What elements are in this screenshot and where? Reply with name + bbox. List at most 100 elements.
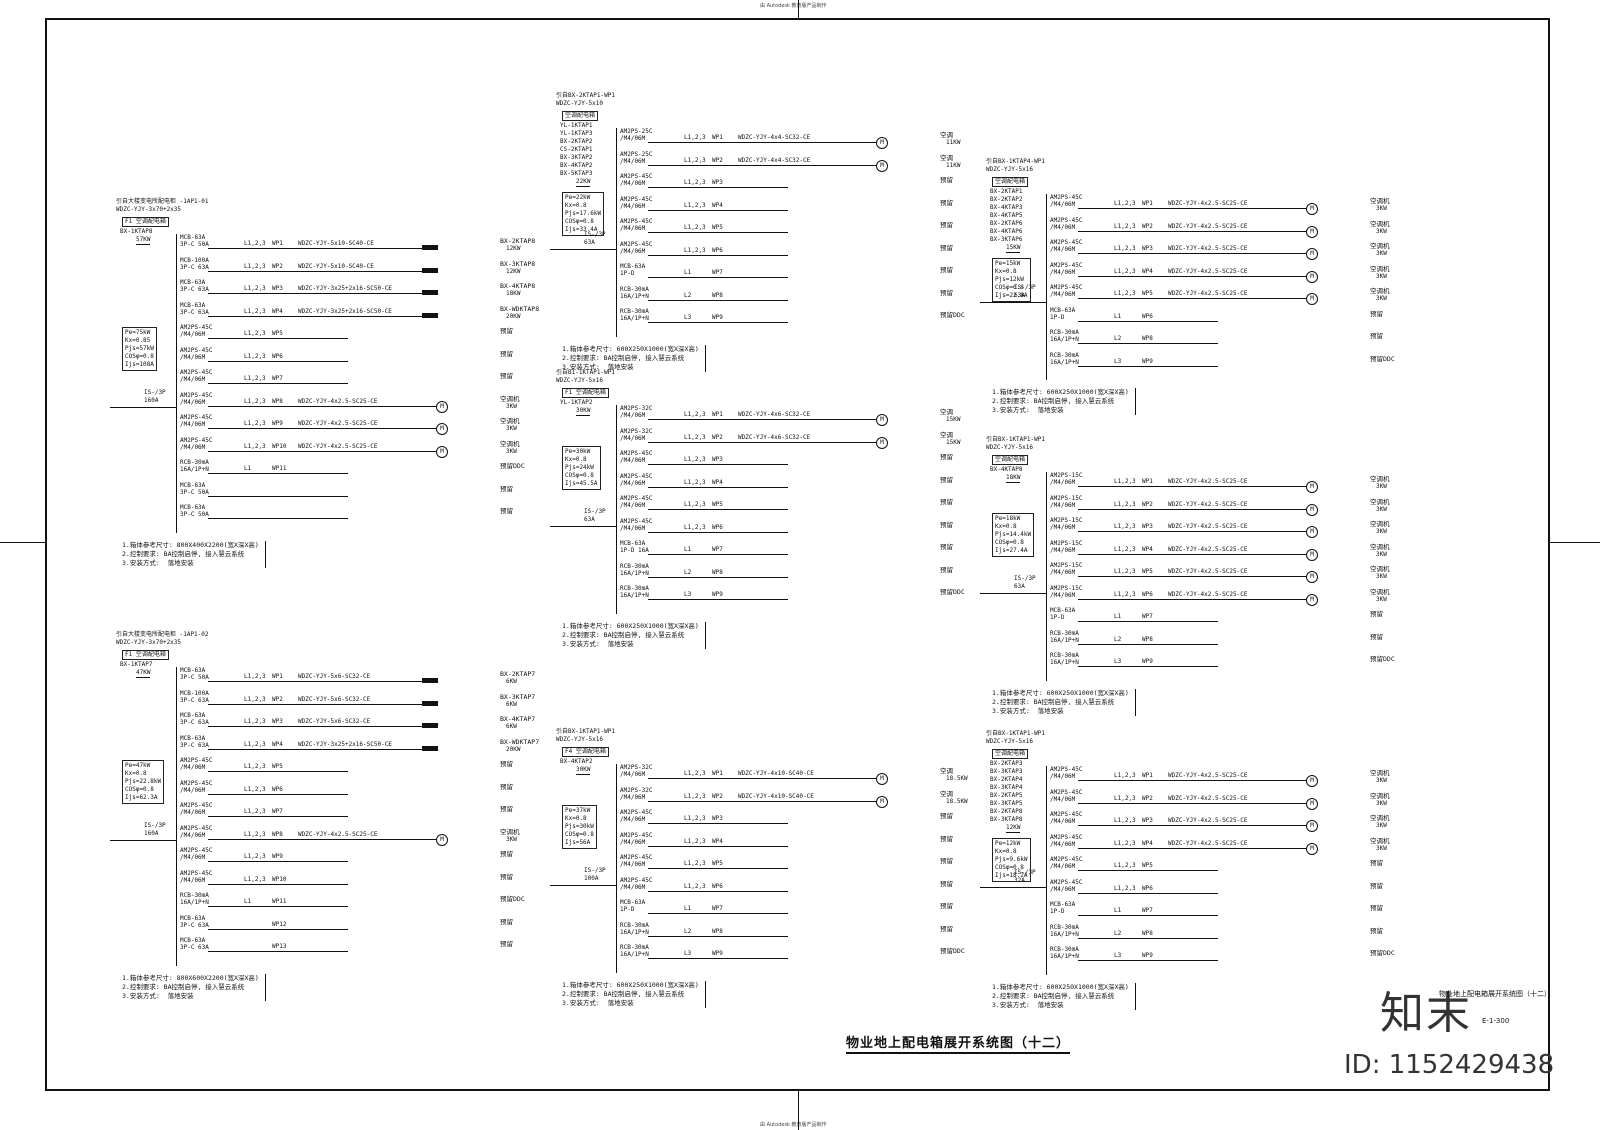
load-name: 预留 (940, 243, 953, 252)
circuit-number: WP2 (1142, 794, 1153, 802)
phase-label: L2 (684, 568, 692, 576)
breaker-type: AM2PS-45C (1050, 194, 1083, 201)
breaker-rating: 16A/1P+N (620, 951, 649, 958)
incoming-cable-label: WDZC-YJY-5x16 (556, 377, 603, 384)
load-name: 预留 (940, 879, 953, 888)
breaker-rating: /M4/06M (620, 135, 646, 142)
breaker-type: RCB-30mA (1050, 946, 1079, 953)
feeder-line (208, 771, 348, 772)
load-name: BX-WDKTAP7 (500, 737, 540, 746)
load-name: 空调 (940, 131, 953, 139)
phase-label: L1,2,3 (684, 201, 706, 209)
breaker-rating: /M4/06M (1050, 863, 1076, 870)
incoming-feeder-line (110, 840, 176, 842)
source-label: 引自BX-1KTAP1-WP1 (556, 728, 615, 735)
feeder-line (208, 495, 348, 497)
breaker-rating: /M4/06M (620, 479, 646, 487)
breaker-type: AM2PS-15C (1050, 562, 1083, 569)
breaker-rating: 3P-C 63A (180, 944, 209, 951)
box-type-label: 空调配电箱 (992, 177, 1029, 187)
phase-label: L3 (1114, 357, 1122, 365)
incoming-cable-label: WDZC-YJY-5x16 (556, 736, 603, 743)
drawing-title: 物业地上配电箱展开系统图（十二） (846, 1032, 1071, 1054)
load-name: 预留 (940, 453, 953, 461)
cable-spec: WDZC-YJY-4x2.5-SC25-CE (1168, 568, 1248, 575)
box-type-label: F4 空调配电箱 (562, 747, 609, 757)
load-name: BX-4KTAP7 (500, 715, 536, 723)
circuit-number: WP2 (1142, 500, 1153, 508)
circuit-number: WP1 (712, 770, 723, 777)
feeder-line (1078, 915, 1218, 916)
breaker-rating: /M4/06M (1050, 569, 1076, 576)
load-power: 3KW (1376, 528, 1387, 535)
load-name: 空调机 (1370, 197, 1390, 205)
load-power: 6KW (506, 678, 517, 685)
breaker-rating: 1P-D (1050, 313, 1065, 321)
breaker-type: AM2PS-45C (620, 173, 653, 180)
circuit-number: WP3 (712, 179, 723, 186)
breaker-type: AM2PS-45C (180, 802, 213, 809)
breaker-type: RCB-30mA (620, 308, 649, 315)
box-name-list: BX-2KTAP1 BX-2KTAP2 BX-4KTAP3 BX-4KTAP5 … (990, 188, 1023, 243)
breaker-type: MCB-100A (180, 256, 209, 264)
phase-label: L1 (1114, 613, 1122, 620)
load-name: 预留 (500, 760, 513, 768)
phase-label: L1,2,3 (244, 763, 266, 770)
breaker-rating: 3P-C 63A (180, 308, 209, 316)
load-name: 预留 (500, 484, 513, 493)
breaker-type: AM2PS-45C (180, 324, 213, 331)
breaker-type: MCB-63A (1050, 901, 1076, 908)
load-name: 预留 (940, 288, 953, 297)
feeder-line (208, 383, 348, 384)
feeder-line (648, 554, 788, 555)
breaker-rating: /M4/06M (180, 854, 206, 861)
load-name: 预留 (940, 543, 953, 551)
load-power: 3KW (1376, 777, 1387, 784)
feeder-line (208, 748, 438, 750)
feeder-line (648, 531, 788, 533)
phase-label: L1,2,3 (684, 246, 706, 254)
circuit-number: WP6 (1142, 884, 1153, 892)
load-power: 18.5KW (946, 775, 968, 782)
breaker-type: AM2PS-45C (1050, 878, 1083, 886)
motor-icon: M (1306, 526, 1318, 538)
breaker-rating: /M4/06M (180, 421, 206, 428)
source-label: 引自B1-1KTAP1-WP1 (556, 369, 615, 376)
phase-label: L1,2,3 (244, 442, 266, 450)
box-name-list: BX-2KTAP3 BX-3KTAP3 BX-2KTAP4 BX-3KTAP4 … (990, 760, 1023, 823)
center-mark-right (1550, 542, 1600, 543)
feeder-line (1078, 847, 1308, 849)
load-name: 空调机 (1370, 264, 1390, 273)
circuit-number: WP5 (1142, 568, 1153, 575)
breaker-type: MCB-63A (620, 540, 646, 547)
motor-icon: M (1306, 775, 1318, 787)
box-type-label: 空调配电箱 (992, 749, 1029, 759)
load-name: 预留 (1370, 881, 1383, 890)
motor-icon: M (876, 137, 888, 149)
load-name: 空调 (940, 153, 953, 162)
breaker-rating: /M4/06M (1050, 479, 1076, 486)
feeder-line (1078, 960, 1218, 961)
phase-label: L1,2,3 (684, 792, 706, 800)
busbar (1046, 766, 1047, 975)
load-name: 空调机 (500, 439, 520, 448)
source-label: 引自大楼变电所配电柜 -1AP1-02 (116, 631, 209, 638)
feeder-line (208, 248, 438, 249)
cable-spec: WDZC-YJY-4x10-SC40-CE (738, 770, 814, 777)
busbar (616, 128, 617, 337)
phase-label: L1,2,3 (244, 673, 266, 680)
breaker-type: AM2PS-45C (620, 218, 653, 225)
phase-label: L1,2,3 (244, 262, 266, 270)
feeder-line (1078, 320, 1218, 322)
load-power: 6KW (506, 700, 517, 708)
subpanel-icon (422, 678, 438, 683)
